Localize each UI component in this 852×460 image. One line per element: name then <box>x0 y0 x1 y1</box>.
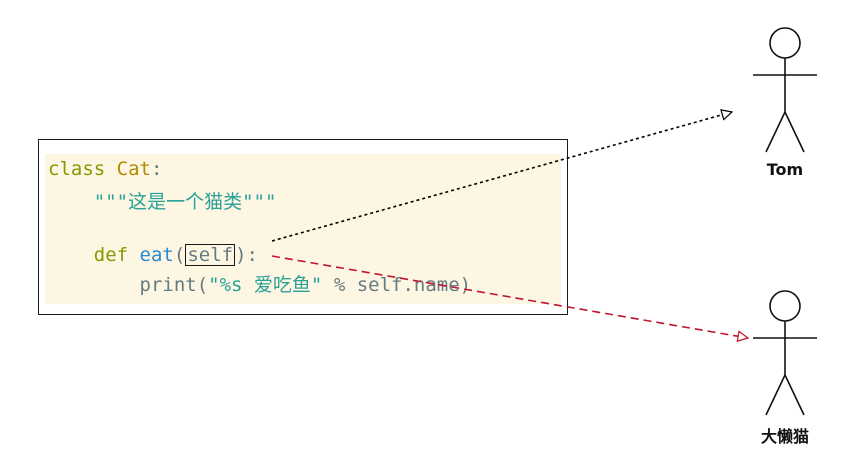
code-line-docstring: """这是一个猫类""" <box>48 190 277 214</box>
code-background <box>45 154 561 304</box>
class-name: Cat <box>116 158 151 180</box>
method-name: eat <box>139 244 174 266</box>
code-line-def: def eat(self): <box>48 243 258 267</box>
close-paren: ): <box>235 244 258 266</box>
actor-tom-figure <box>753 27 817 153</box>
self-param-box: self <box>185 244 236 266</box>
print-call: print <box>139 274 197 296</box>
print-rest: % self.name) <box>322 274 472 296</box>
docstring: """这是一个猫类""" <box>93 191 277 213</box>
keyword-class: class <box>48 158 106 180</box>
keyword-def: def <box>93 244 129 266</box>
code-line-class: class Cat: <box>48 157 162 181</box>
class-colon: : <box>150 158 163 180</box>
open-paren: ( <box>173 244 186 266</box>
print-open-paren: ( <box>196 274 209 296</box>
print-string: "%s 爱吃鱼" <box>208 274 323 296</box>
arrow-to-lazy-cat <box>271 255 748 338</box>
actor-lazy-cat-figure <box>753 290 817 416</box>
actor-label-tom: Tom <box>766 160 804 179</box>
code-panel: class Cat: """这是一个猫类""" def eat(self): p… <box>38 139 568 315</box>
arrow-to-tom <box>271 112 732 242</box>
actor-label-lazy-cat: 大懒猫 <box>760 427 809 446</box>
code-line-print: print("%s 爱吃鱼" % self.name) <box>48 273 472 297</box>
